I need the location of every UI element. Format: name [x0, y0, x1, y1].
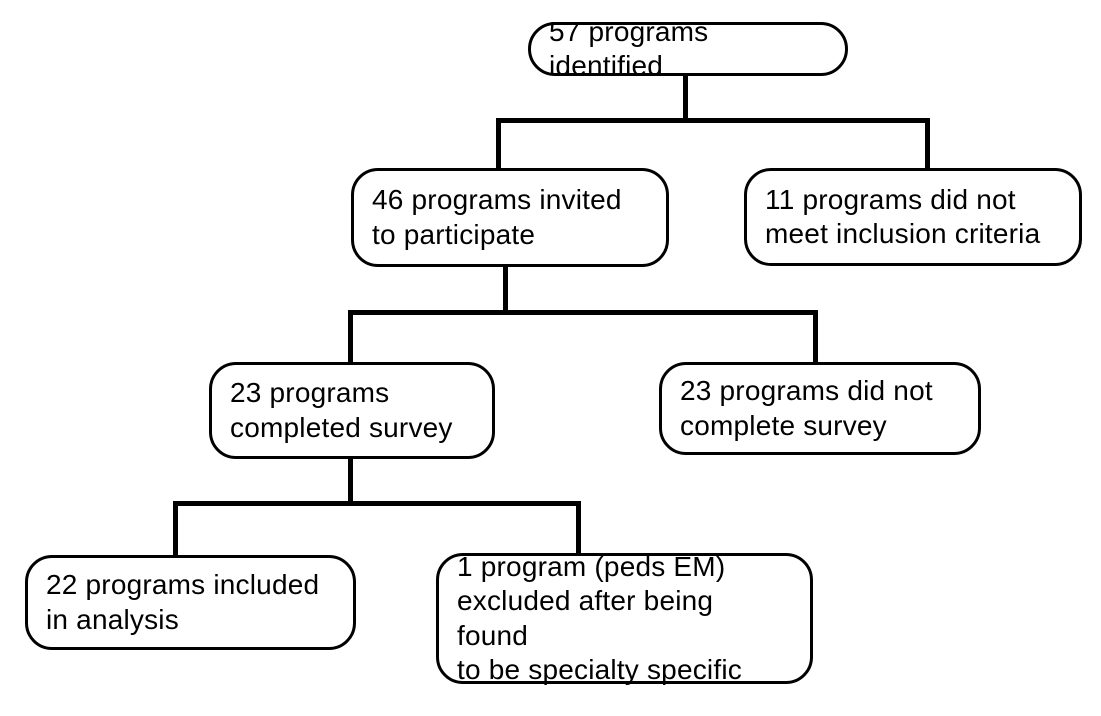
connector-identified-stub	[683, 74, 688, 122]
connector-row4-rail	[173, 501, 581, 506]
node-program-excluded-label: 1 program (peds EM) excluded after being…	[457, 551, 742, 685]
node-programs-not-eligible: 11 programs did not meet inclusion crite…	[744, 168, 1082, 266]
connector-drop-included	[173, 501, 178, 557]
node-programs-included-analysis: 22 programs included in analysis	[25, 555, 356, 650]
node-programs-identified: 57 programs identified	[528, 16, 848, 81]
node-programs-not-completed-survey-label: 23 programs did not complete survey	[680, 375, 933, 441]
connector-row3-rail	[348, 310, 818, 315]
connector-drop-excluded	[576, 501, 581, 555]
node-programs-completed-survey-label: 23 programs completed survey	[230, 377, 453, 443]
connector-drop-invited	[496, 118, 501, 170]
connector-row2-rail	[496, 118, 930, 123]
node-programs-invited: 46 programs invited to participate	[351, 168, 669, 267]
connector-drop-completed	[348, 310, 353, 364]
node-programs-invited-label: 46 programs invited to participate	[372, 184, 622, 250]
connector-drop-not-eligible	[925, 118, 930, 170]
node-programs-included-analysis-label: 22 programs included in analysis	[46, 569, 320, 635]
node-program-excluded: 1 program (peds EM) excluded after being…	[436, 551, 813, 685]
node-programs-completed-survey: 23 programs completed survey	[209, 362, 495, 459]
node-programs-not-completed-survey: 23 programs did not complete survey	[659, 362, 981, 455]
node-programs-identified-label: 57 programs identified	[549, 15, 709, 81]
connector-drop-not-completed	[813, 310, 818, 364]
node-programs-not-eligible-label: 11 programs did not meet inclusion crite…	[765, 183, 1041, 249]
connector-invited-stub	[503, 265, 508, 314]
connector-completed-stub	[348, 457, 353, 505]
